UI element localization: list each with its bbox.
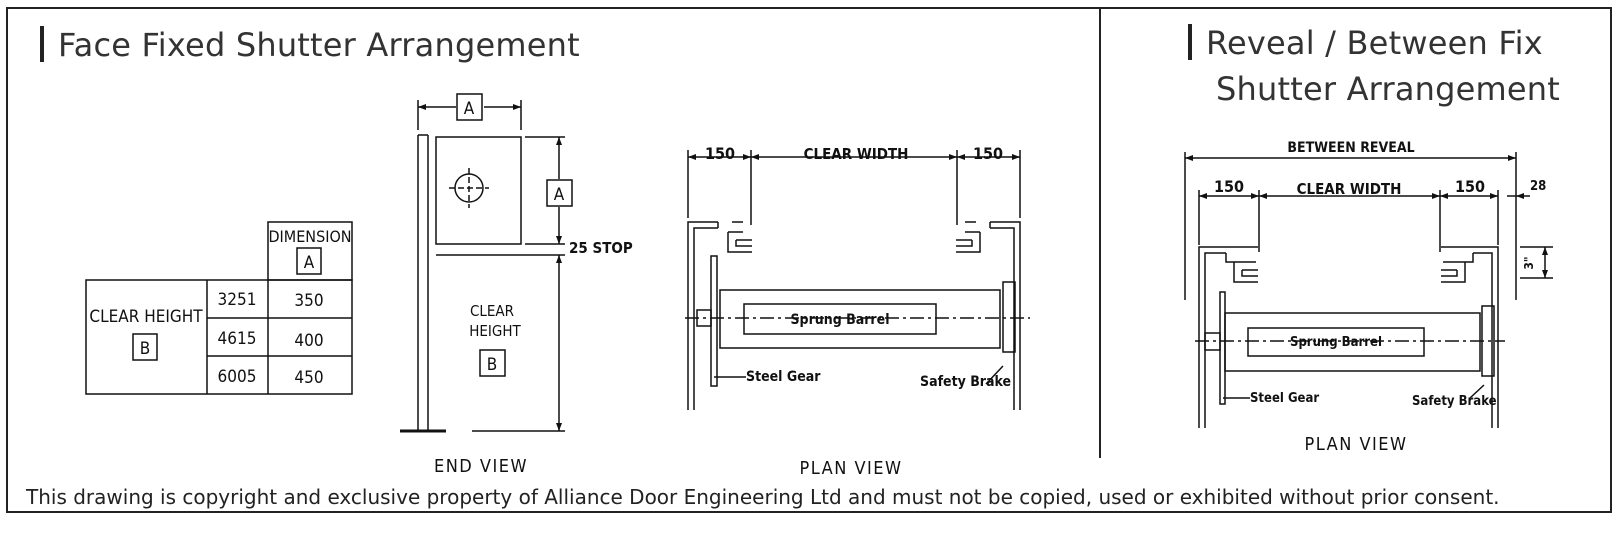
plan-view-clear-width: CLEAR WIDTH: [804, 145, 909, 163]
reveal-clear-width: CLEAR WIDTH: [1297, 180, 1402, 198]
reveal-gear-label: Steel Gear: [1250, 391, 1319, 406]
right-panel-title-line1: Reveal / Between Fix: [1206, 24, 1543, 62]
title-bar-marker: [40, 26, 44, 62]
plan-view-arrowheads: [688, 154, 1020, 160]
reveal-right-dim: 150: [1455, 177, 1485, 196]
end-view-arrowheads: [418, 104, 562, 431]
reveal-side-dim: 28: [1530, 179, 1546, 194]
dimension-table: [85, 221, 353, 395]
end-view-key-a-side: A: [554, 185, 565, 205]
plan-view-barrel-label: Sprung Barrel: [790, 312, 889, 328]
end-view-drawing: [400, 93, 573, 433]
end-view-key-b: B: [487, 355, 498, 375]
plan-view-right-dim: 150: [973, 144, 1003, 163]
end-view-caption: END VIEW: [434, 456, 528, 477]
table-cell-dim-2: 400: [294, 331, 323, 351]
end-view-clear-label: CLEAR: [470, 302, 514, 320]
reveal-depth-dim: 3": [1522, 256, 1536, 269]
right-panel-title-line2-text: Shutter Arrangement: [1216, 70, 1561, 108]
table-cell-dim-3: 450: [294, 368, 323, 388]
table-cell-height-2: 4615: [218, 329, 257, 349]
plan-view-caption: PLAN VIEW: [799, 458, 902, 479]
table-header-dimension: DIMENSION: [268, 227, 351, 246]
sheet-border: [6, 7, 1612, 513]
copyright-notice: This drawing is copyright and exclusive …: [26, 485, 1500, 509]
plan-view-gear-label: Steel Gear: [746, 369, 821, 385]
reveal-between-reveal-label: BETWEEN REVEAL: [1287, 140, 1414, 156]
right-panel-title-line2: Shutter Arrangement: [1216, 67, 1560, 111]
plan-view-brake-label: Safety Brake: [920, 374, 1011, 390]
table-cell-height-3: 6005: [218, 367, 257, 387]
table-row-key-b: B: [140, 339, 151, 359]
title-bar-marker: [1188, 24, 1192, 60]
reveal-plan-view-drawing: [1184, 152, 1553, 428]
plan-view-drawing: [685, 150, 1030, 410]
end-view-height-label: HEIGHT: [469, 322, 521, 340]
end-view-key-a-top: A: [464, 99, 475, 119]
table-row-label-clear-height: CLEAR HEIGHT: [89, 307, 203, 327]
reveal-barrel-label: Sprung Barrel: [1290, 335, 1382, 350]
table-cell-dim-1: 350: [294, 291, 323, 311]
plan-view-left-dim: 150: [705, 144, 735, 163]
reveal-plan-view-caption: PLAN VIEW: [1304, 434, 1407, 455]
table-header-key-a: A: [304, 253, 315, 273]
reveal-left-dim: 150: [1214, 177, 1244, 196]
left-panel-title-text: Face Fixed Shutter Arrangement: [58, 26, 580, 64]
reveal-plan-view-arrowheads: [1185, 155, 1548, 278]
end-view-stop-label: 25 STOP: [569, 239, 633, 257]
left-panel-title: Face Fixed Shutter Arrangement: [40, 23, 580, 67]
table-cell-height-1: 3251: [218, 290, 257, 310]
right-panel-title: Reveal / Between Fix: [1188, 21, 1543, 65]
reveal-brake-label: Safety Brake: [1412, 394, 1497, 409]
